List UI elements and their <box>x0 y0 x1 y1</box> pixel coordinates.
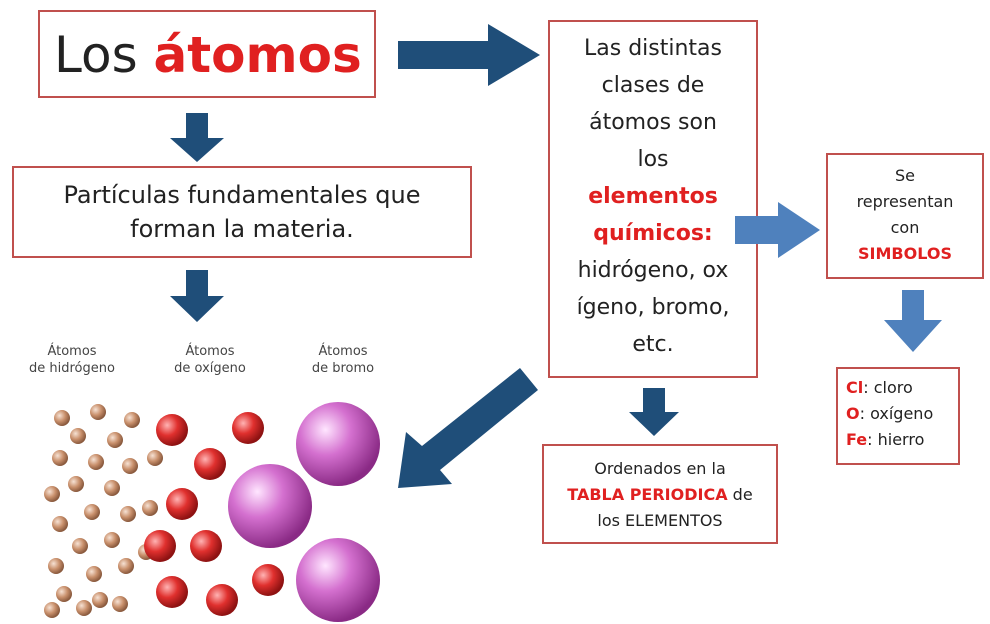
hydrogen-label-line1: Átomos <box>47 344 97 359</box>
definition-line2: forman la materia. <box>130 215 354 243</box>
example-symbol: Cl <box>846 378 864 397</box>
example-item: Cl: cloro <box>846 375 958 401</box>
title-highlight: átomos <box>153 26 362 84</box>
example-symbol: O <box>846 404 860 423</box>
elements-line6: ígeno, bromo, <box>576 295 730 320</box>
example-item: O: oxígeno <box>846 401 958 427</box>
elements-line1: Las distintas <box>584 36 722 61</box>
table-highlight: TABLA PERIODICA <box>567 485 728 504</box>
example-name: : oxígeno <box>859 404 934 423</box>
arrow-down-icon <box>884 290 942 352</box>
symbols-line3: con <box>890 218 920 237</box>
bromine-atoms-icon <box>228 402 380 622</box>
example-item: Fe: hierro <box>846 427 958 453</box>
example-symbol: Fe <box>846 430 868 449</box>
elements-line3: átomos son <box>589 110 717 135</box>
elements-highlight2: químicos: <box>593 221 713 246</box>
symbols-line1: Se <box>895 166 915 185</box>
elements-line7: etc. <box>632 332 674 357</box>
examples-box: Cl: cloro O: oxígeno Fe: hierro <box>836 367 960 465</box>
hydrogen-label-line2: de hidrógeno <box>29 361 115 376</box>
elements-line4: los <box>637 147 669 172</box>
table-line2: TABLA PERIODICA de <box>544 482 776 508</box>
oxygen-atoms-icon <box>144 412 284 616</box>
title-prefix: Los <box>54 26 154 84</box>
arrow-down-icon <box>170 113 224 162</box>
example-name: : hierro <box>867 430 925 449</box>
elements-line2: clases de <box>601 73 705 98</box>
symbols-box: Se representan con SIMBOLOS <box>826 153 984 279</box>
symbols-highlight: SIMBOLOS <box>858 244 952 263</box>
oxygen-label: Átomos de oxígeno <box>150 343 270 377</box>
table-line1: Ordenados en la <box>594 459 726 478</box>
arrow-right-icon <box>398 24 540 86</box>
oxygen-label-line1: Átomos <box>185 344 235 359</box>
title-box: Los átomos <box>38 10 376 98</box>
elements-box: Las distintas clases de átomos son los e… <box>548 20 758 378</box>
table-box: Ordenados en la TABLA PERIODICA de los E… <box>542 444 778 544</box>
symbols-line2: representan <box>856 192 954 211</box>
bromine-label: Átomos de bromo <box>288 343 398 377</box>
arrow-down-icon <box>170 270 224 322</box>
hydrogen-label: Átomos de hidrógeno <box>12 343 132 377</box>
arrow-down-icon <box>629 388 679 436</box>
table-line2-suffix: de <box>727 485 753 504</box>
arrow-diagonal-icon <box>398 368 538 488</box>
elements-line5: hidrógeno, ox <box>577 258 729 283</box>
oxygen-label-line2: de oxígeno <box>174 361 246 376</box>
table-line3: los ELEMENTOS <box>597 511 723 530</box>
elements-highlight1: elementos <box>588 184 718 209</box>
bromine-label-line2: de bromo <box>311 361 375 376</box>
example-name: : cloro <box>863 378 913 397</box>
arrow-right-icon <box>735 202 820 258</box>
definition-line1: Partículas fundamentales que <box>63 181 421 209</box>
definition-box: Partículas fundamentales que forman la m… <box>12 166 472 258</box>
title-text: Los átomos <box>54 26 362 84</box>
bromine-label-line1: Átomos <box>318 344 368 359</box>
hydrogen-atoms-icon <box>44 404 163 618</box>
